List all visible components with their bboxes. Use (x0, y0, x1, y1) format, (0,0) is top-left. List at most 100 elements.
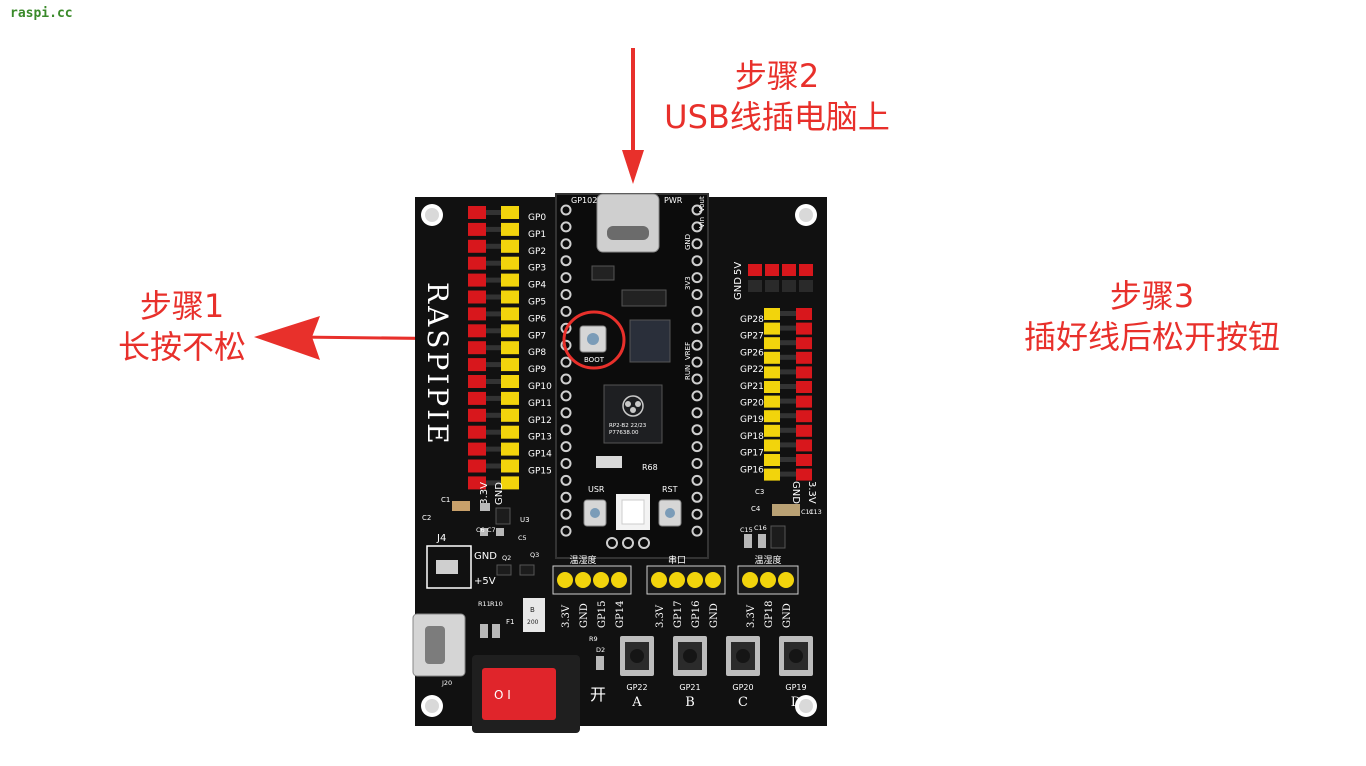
right-pin-label: GP22 (740, 365, 764, 375)
header-pin-bridge (780, 413, 796, 419)
mount-hole-icon (421, 204, 817, 717)
right-power-3v3: 3.3V (806, 481, 817, 504)
step3-desc: 插好线后松开按钮 (1023, 317, 1280, 356)
header-pin-yellow (764, 308, 780, 320)
module-bottom-pads (606, 537, 650, 549)
bottom-header-pin-label: 3.3V (655, 604, 666, 628)
header-pin-red (468, 341, 486, 355)
header-pin-yellow (764, 468, 780, 481)
module-pin-hole (560, 272, 572, 284)
header-pin-red (796, 424, 812, 437)
header-pin-yellow (501, 459, 519, 473)
header-pin-bridge (486, 311, 501, 317)
part-c15: C15 (740, 526, 753, 534)
step3-title: 步骤3 (1109, 277, 1195, 315)
module-boot: BOOT (584, 356, 605, 364)
header-pin-bridge (486, 446, 501, 452)
header-pin-red (796, 381, 812, 393)
module-right-label: RUN (684, 365, 692, 380)
header-pin-bridge (780, 427, 796, 433)
switch-symbol: O I (494, 688, 511, 702)
header-pin-yellow (764, 322, 780, 335)
button-letter-label: B (685, 695, 695, 710)
part-200: 200 (527, 619, 539, 626)
module-right-label: GND (684, 234, 692, 250)
header-pin-red (468, 290, 486, 304)
power-section: J4 GND +5V (426, 533, 497, 589)
part-c6: C6 (476, 526, 485, 534)
header-pin-red (468, 324, 486, 338)
right-pin-label: GP19 (740, 415, 764, 425)
part-c13: C13 (809, 508, 822, 516)
part-d2: D2 (596, 646, 605, 654)
bottom-header-pin (651, 572, 667, 588)
module-pin-hole (691, 508, 703, 520)
module-pin-hole (560, 525, 572, 537)
header-pin-bridge (780, 384, 796, 389)
module-pin-hole (560, 373, 572, 385)
header-pin-yellow (501, 222, 519, 236)
watermark: raspi.cc (10, 6, 73, 21)
smd-components: C1 C2 U3 C6 C7 C5 Q2 Q3 R11 R10 F1 B 200… (422, 488, 822, 687)
module-pin-hole (691, 221, 703, 233)
raspberry-logo-icon (622, 395, 644, 417)
header-pin-bridge (486, 429, 501, 435)
step2-desc: USB线插电脑上 (664, 97, 890, 136)
bottom-header-pin (593, 572, 609, 588)
header-pin (782, 280, 796, 292)
gnd-power-label: GND (474, 551, 497, 562)
part-c16: C16 (754, 524, 767, 532)
module-usr: USR (588, 485, 605, 494)
header-pin-red (468, 442, 486, 456)
header-pin-bridge (780, 340, 796, 346)
module-pin-hole (691, 458, 703, 469)
button-cap (683, 649, 697, 663)
module-pin-hole (691, 390, 703, 402)
power-switch[interactable]: O I (472, 655, 580, 733)
header-pin-yellow (764, 424, 780, 437)
header-pin-yellow (501, 341, 519, 355)
bottom-header-pin (557, 572, 573, 588)
part-r11: R11 (478, 600, 491, 608)
module-pin-hole (560, 204, 572, 216)
bottom-header-pin-label: GP18 (764, 601, 775, 628)
header-pin-bridge (486, 328, 501, 334)
bottom-header-pin-label: GP16 (691, 601, 702, 628)
bottom-header-pin (705, 572, 721, 588)
module-pin-hole (691, 407, 703, 419)
left-pin-header (468, 206, 519, 490)
module-pin-hole (691, 491, 703, 503)
bottom-header-title: 串口 (668, 555, 686, 566)
module-pin-hole (691, 238, 703, 250)
module-top-left: GP102 (571, 196, 597, 205)
module-pin-hole (691, 373, 703, 385)
left-power-labels: 3.3V GND (479, 482, 505, 505)
header-pin-yellow (764, 381, 780, 393)
module-pin-hole (560, 424, 572, 436)
module-pin-hole (560, 289, 572, 300)
button-cap (789, 649, 803, 663)
bottom-header-pin (669, 572, 685, 588)
step2-title: 步骤2 (734, 57, 820, 95)
bottom-header-title: 温湿度 (754, 554, 781, 566)
header-pin-bridge (486, 345, 501, 351)
module-ic-small (591, 265, 615, 281)
step2-annotation: 步骤2 USB线插电脑上 (648, 56, 906, 138)
header-pin-bridge (486, 480, 501, 486)
usb-c-port-inner (607, 226, 649, 240)
header-pin-red (796, 308, 812, 320)
header-pin-yellow (764, 337, 780, 350)
right-pin-label: GP17 (740, 449, 764, 459)
header-pin-yellow (764, 351, 780, 364)
header-pin-bridge (780, 311, 796, 316)
module-pin-hole (691, 525, 703, 537)
chip-text-2: P77638.00 (609, 430, 639, 436)
header-pin-bridge (780, 442, 796, 448)
left-pin-label: GP2 (528, 247, 546, 257)
header-pin-bridge (486, 210, 501, 215)
